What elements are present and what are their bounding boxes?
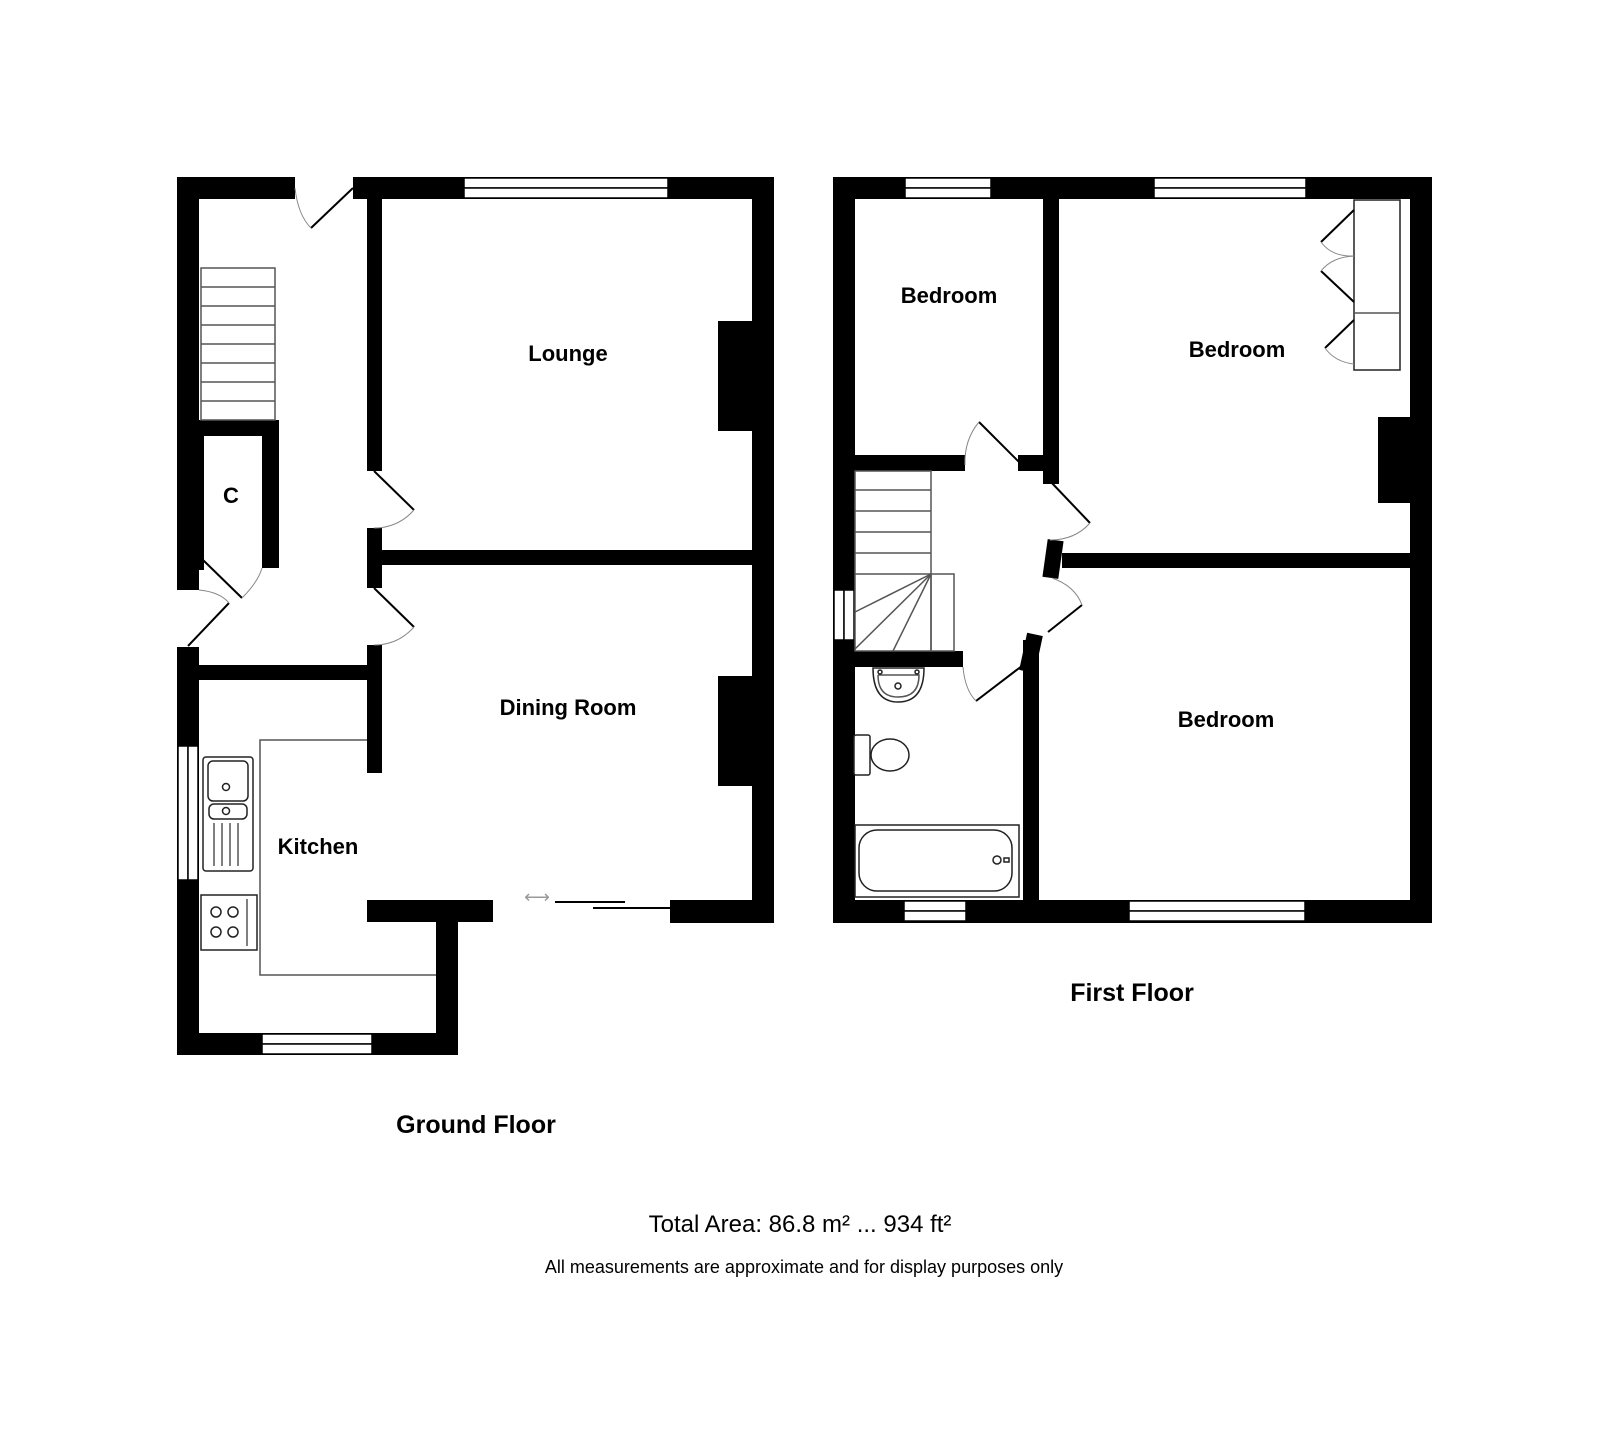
wall [436, 900, 458, 1055]
wall [1062, 553, 1410, 568]
window [1153, 177, 1307, 189]
wall [1043, 199, 1059, 484]
window [463, 187, 669, 199]
sink-icon [202, 756, 254, 872]
wall [670, 900, 774, 923]
disclaimer: All measurements are approximate and for… [545, 1257, 1063, 1277]
wall [199, 420, 204, 570]
room-label-kitchen: Kitchen [278, 834, 359, 859]
window [261, 1033, 373, 1045]
chimney-breast [1378, 417, 1410, 503]
wall [1019, 632, 1043, 674]
basin-icon [872, 667, 925, 703]
wall [833, 177, 855, 923]
window [1153, 187, 1307, 199]
window [187, 745, 199, 881]
window [904, 187, 992, 199]
window [843, 589, 855, 641]
toilet-icon [853, 734, 910, 776]
room-label-bedroom-front: Bedroom [1189, 337, 1286, 362]
lounge-door [373, 470, 415, 529]
wall [177, 177, 295, 199]
hob-icon [200, 894, 258, 951]
bath-icon [854, 824, 1020, 898]
staircase [854, 470, 955, 652]
chimney-breast [718, 321, 752, 431]
wall [177, 177, 199, 590]
wall [1042, 539, 1064, 579]
ground-floor-plan: ⟷ Lounge Dining Room Kitchen [177, 177, 774, 1139]
total-area: Total Area: 86.8 m² ... 934 ft² [649, 1211, 952, 1238]
wardrobe [1320, 199, 1401, 371]
kitchen-worktop [259, 739, 436, 976]
room-label-dining-room: Dining Room [500, 695, 637, 720]
wall [262, 420, 279, 568]
wall [367, 900, 493, 922]
floor-title-first: First Floor [1070, 979, 1194, 1007]
wall [367, 645, 382, 773]
window [903, 910, 967, 922]
chimney-breast [718, 676, 752, 786]
room-label-bedroom-rear: Bedroom [1178, 707, 1275, 732]
wall [382, 550, 752, 565]
window [1128, 900, 1306, 912]
window [903, 900, 967, 912]
rear-bedroom-door [1047, 577, 1083, 633]
front-door [294, 187, 354, 229]
window [261, 1043, 373, 1055]
room-label-bedroom-small: Bedroom [901, 283, 998, 308]
bathroom-door [962, 658, 1032, 702]
window [177, 745, 189, 881]
window [833, 589, 845, 641]
window [463, 177, 669, 189]
room-label-cupboard: C [223, 483, 239, 508]
wall [752, 177, 774, 923]
sliding-door: ⟷ [524, 887, 670, 909]
wall [855, 455, 965, 471]
wall [1410, 177, 1432, 923]
wall [367, 199, 382, 471]
side-door [187, 589, 230, 647]
wall [367, 528, 382, 588]
wall [855, 651, 963, 667]
small-bedroom-door [964, 421, 1023, 466]
wall [1043, 455, 1059, 481]
first-floor-plan: Bedroom Bedroom Bedroom First Floor [833, 177, 1432, 1007]
staircase [200, 267, 276, 421]
wall [199, 420, 279, 436]
dining-door [373, 587, 415, 646]
wall [199, 665, 367, 680]
window [1128, 910, 1306, 922]
window [904, 177, 992, 189]
cupboard-door [202, 559, 263, 599]
slide-arrow-icon: ⟷ [524, 887, 550, 907]
wall [1023, 640, 1039, 900]
front-bedroom-door [1049, 480, 1091, 541]
floor-title-ground: Ground Floor [396, 1111, 556, 1139]
room-label-lounge: Lounge [528, 341, 607, 366]
